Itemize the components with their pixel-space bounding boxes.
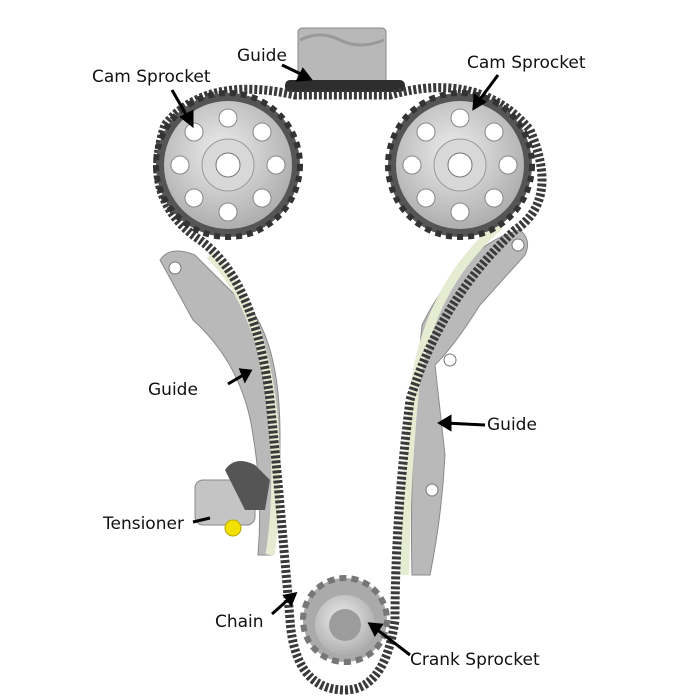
top-guide [285,27,405,92]
label-guide-right: Guide [487,415,537,435]
label-cam-sprocket-left: Cam Sprocket [92,67,211,87]
left-cam-sprocket [153,90,303,240]
label-guide-left: Guide [148,380,198,400]
crank-sprocket [300,575,390,665]
label-chain: Chain [215,612,264,632]
callout-arrows [170,63,500,657]
label-tensioner: Tensioner [103,514,184,534]
label-crank-sprocket: Crank Sprocket [410,650,540,670]
right-cam-sprocket [385,90,535,240]
label-guide-top: Guide [237,46,287,66]
right-guide [400,221,529,576]
tensioner [194,461,270,537]
label-cam-sprocket-right: Cam Sprocket [467,53,586,73]
